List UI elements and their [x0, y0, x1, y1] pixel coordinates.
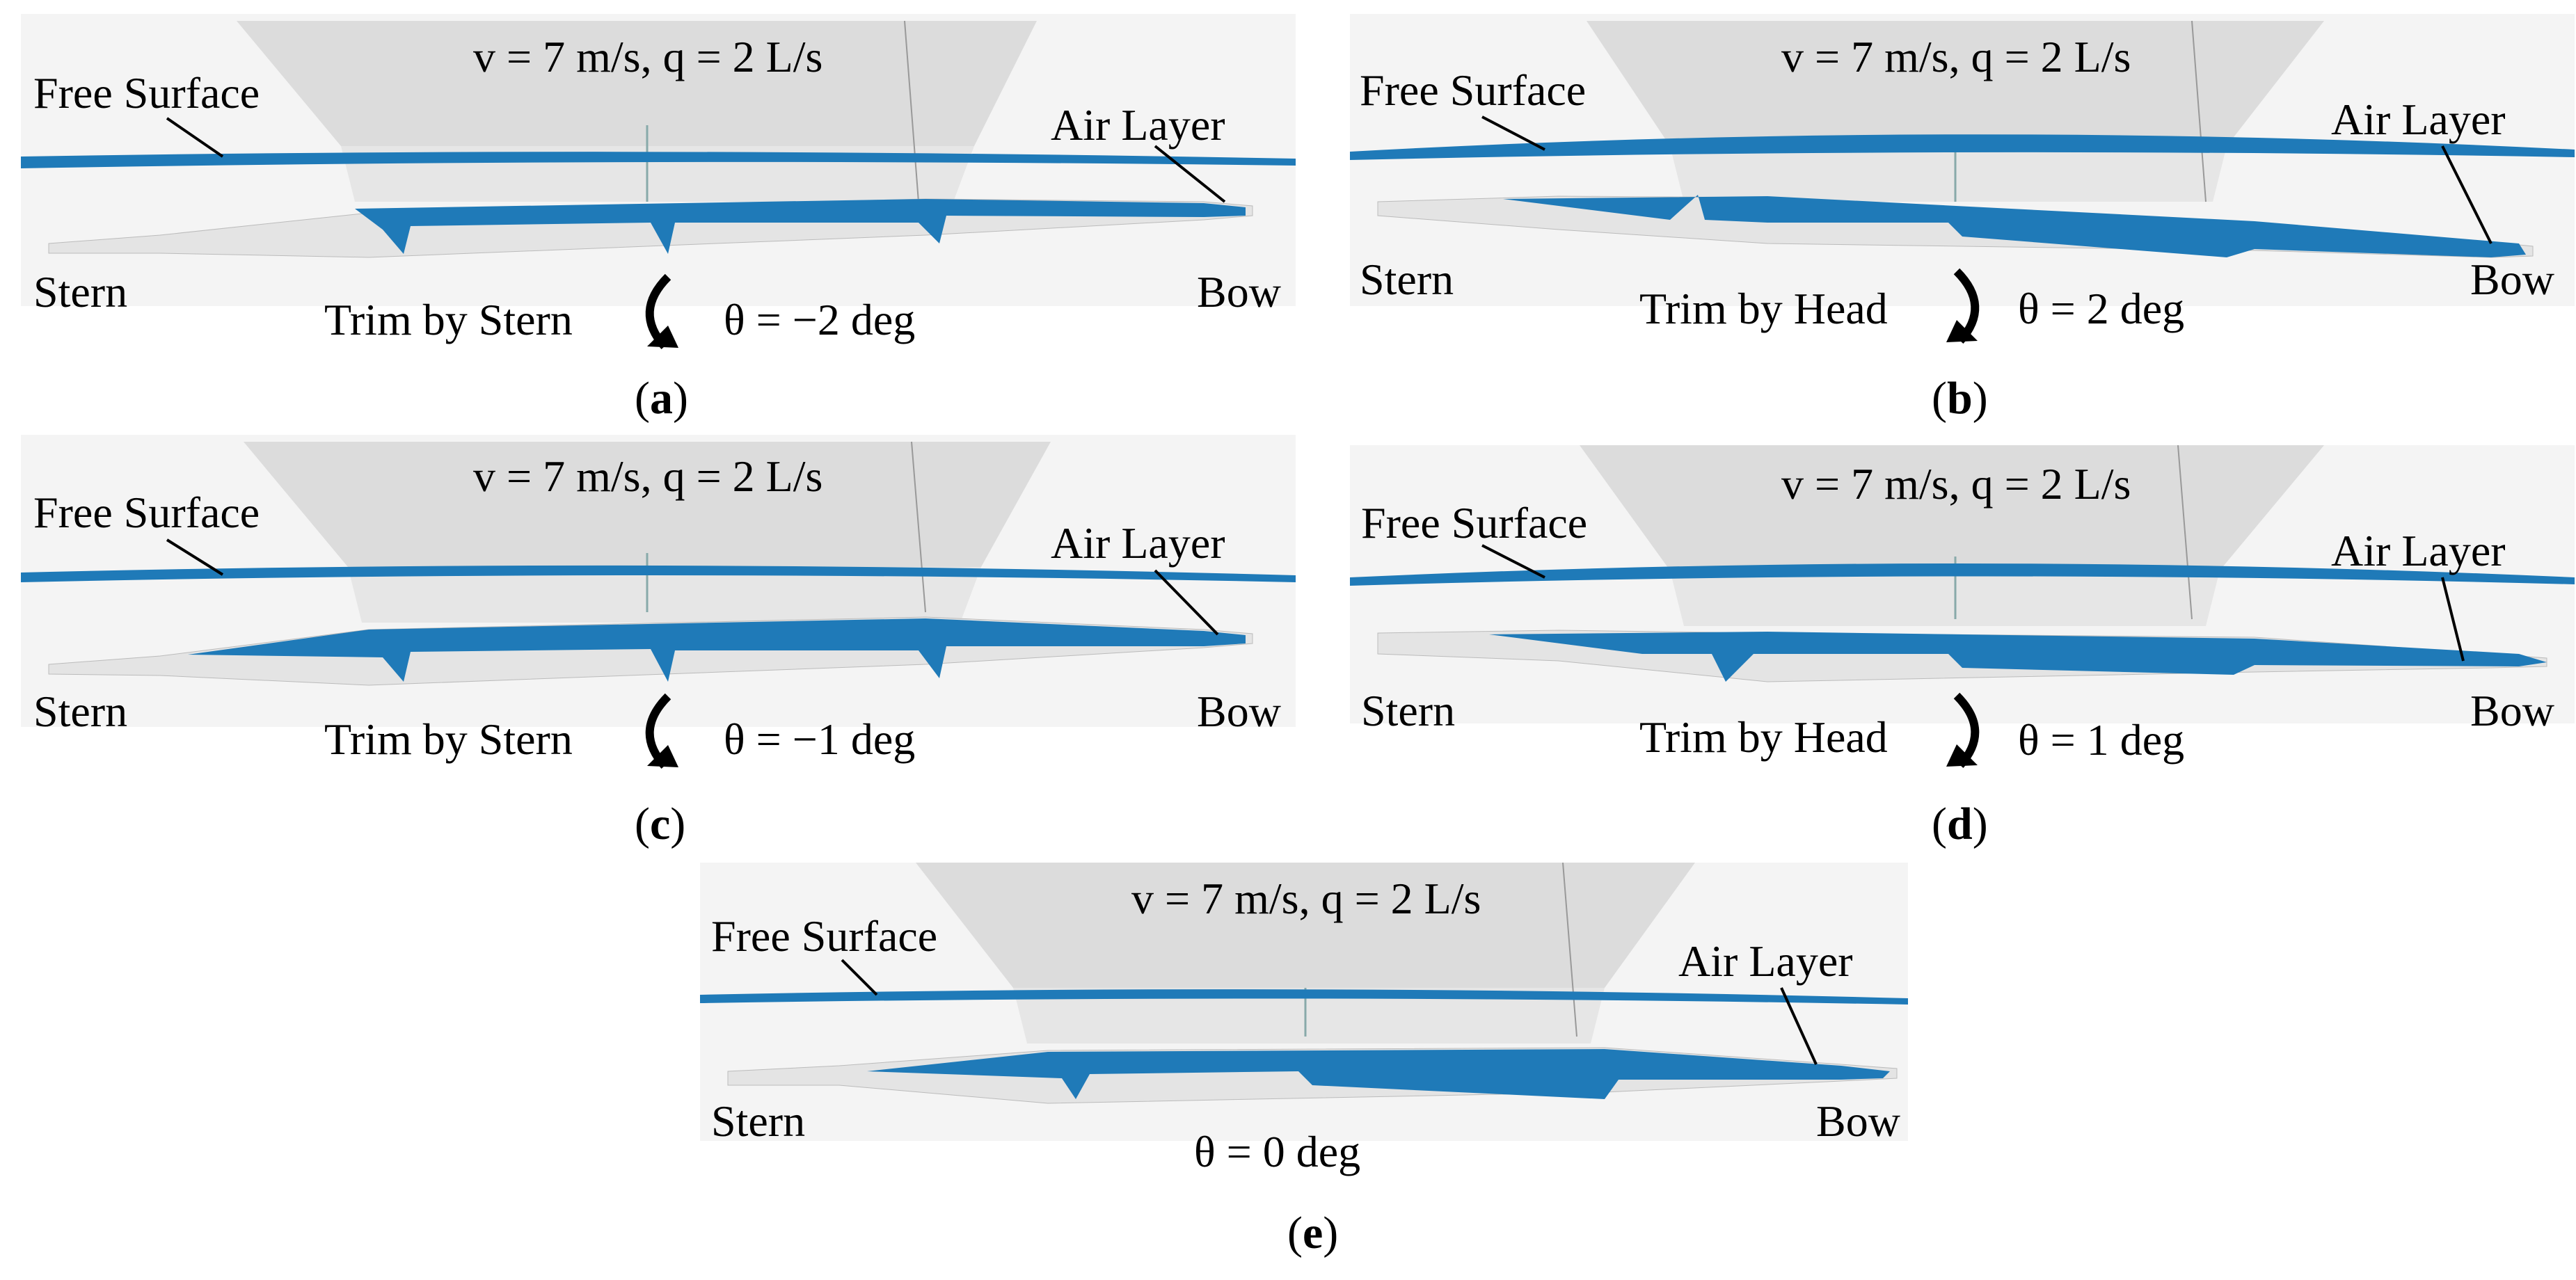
- air-layer-label: Air Layer: [1051, 518, 1225, 568]
- free-surface-layer: [21, 565, 1296, 582]
- free-surface-label: Free Surface: [33, 68, 260, 118]
- simulation-render: [1350, 14, 2575, 306]
- air-layer-label: Air Layer: [2331, 95, 2506, 144]
- panel-d: v = 7 m/s, q = 2 L/s Free Surface Air La…: [1350, 445, 2576, 769]
- condition-label: v = 7 m/s, q = 2 L/s: [1781, 32, 2131, 81]
- bow-label: Bow: [1197, 267, 1281, 317]
- trim-label: Trim by Head: [1639, 284, 1888, 333]
- bow-label: Bow: [2470, 686, 2554, 735]
- stern-label: Stern: [33, 267, 128, 317]
- simulation-render: [21, 435, 1296, 727]
- simulation-render: [1350, 445, 2575, 723]
- air-layer-film: [1489, 632, 2547, 682]
- free-surface-label: Free Surface: [1360, 65, 1587, 115]
- free-surface-layer: [1350, 134, 2575, 160]
- panel-b: v = 7 m/s, q = 2 L/s Free Surface Air La…: [1350, 14, 2576, 344]
- theta-label: θ = 2 deg: [2018, 284, 2185, 333]
- caption-c: (c): [635, 799, 686, 849]
- trim-arrow-icon: [1946, 692, 1980, 769]
- theta-label: θ = 1 deg: [2018, 715, 2185, 765]
- air-layer-label: Air Layer: [1051, 100, 1225, 150]
- condition-label: v = 7 m/s, q = 2 L/s: [473, 451, 823, 501]
- air-layer-film: [867, 1049, 1890, 1099]
- bow-label: Bow: [1197, 687, 1281, 736]
- theta-label: θ = −2 deg: [724, 295, 916, 344]
- trim-arrow-icon: [645, 693, 678, 769]
- condition-label: v = 7 m/s, q = 2 L/s: [473, 32, 823, 81]
- bow-label: Bow: [1816, 1096, 1900, 1146]
- simulation-render: [21, 14, 1296, 306]
- trim-label: Trim by Stern: [324, 714, 573, 764]
- caption-a: (a): [635, 373, 688, 424]
- theta-label: θ = 0 deg: [1194, 1127, 1361, 1176]
- bow-label: Bow: [2470, 255, 2554, 304]
- free-surface-label: Free Surface: [711, 911, 938, 961]
- free-surface-label: Free Surface: [33, 488, 260, 537]
- condition-label: v = 7 m/s, q = 2 L/s: [1131, 874, 1481, 923]
- panel-c: v = 7 m/s, q = 2 L/s Free Surface Air La…: [21, 435, 1296, 769]
- air-layer-film: [1503, 195, 2526, 257]
- condition-label: v = 7 m/s, q = 2 L/s: [1781, 459, 2131, 509]
- trim-label: Trim by Head: [1639, 712, 1888, 762]
- trim-arrow-icon: [1946, 268, 1980, 344]
- air-layer-label: Air Layer: [2331, 526, 2506, 575]
- caption-e: (e): [1287, 1208, 1339, 1258]
- trim-label: Trim by Stern: [324, 295, 573, 344]
- panel-e: v = 7 m/s, q = 2 L/s Free Surface Air La…: [700, 863, 1908, 1183]
- trim-arrow-icon: [645, 273, 678, 350]
- panel-a: v = 7 m/s, q = 2 L/s Free Surface Air La…: [21, 14, 1296, 350]
- theta-label: θ = −1 deg: [724, 714, 916, 764]
- air-layer-label: Air Layer: [1678, 936, 1853, 986]
- air-layer-film: [355, 199, 1246, 254]
- stern-label: Stern: [1361, 686, 1456, 735]
- stern-label: Stern: [1360, 255, 1454, 304]
- stern-label: Stern: [33, 687, 128, 736]
- caption-b: (b): [1932, 373, 1988, 424]
- free-surface-layer: [700, 989, 1908, 1005]
- air-layer-film: [188, 618, 1246, 682]
- caption-d: (d): [1932, 799, 1988, 849]
- free-surface-layer: [21, 152, 1296, 168]
- free-surface-label: Free Surface: [1361, 498, 1588, 547]
- stern-label: Stern: [711, 1096, 806, 1146]
- simulation-render: [700, 863, 1908, 1141]
- free-surface-layer: [1350, 563, 2575, 586]
